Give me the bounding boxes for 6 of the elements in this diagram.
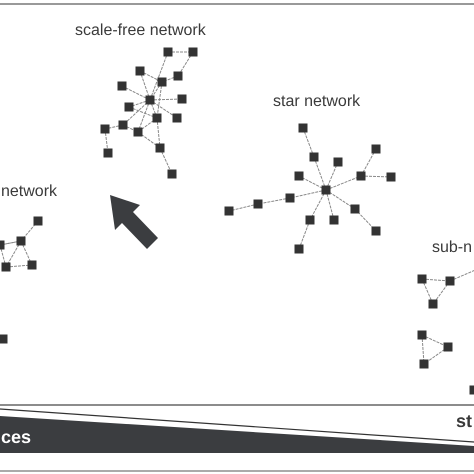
scale-label: ces xyxy=(1,428,32,446)
network-label: network xyxy=(1,184,58,200)
network-label: star network xyxy=(273,94,360,110)
scale-label: st xyxy=(456,412,472,430)
network-label: sub-n xyxy=(432,240,472,256)
network-label: scale-free network xyxy=(75,23,206,39)
